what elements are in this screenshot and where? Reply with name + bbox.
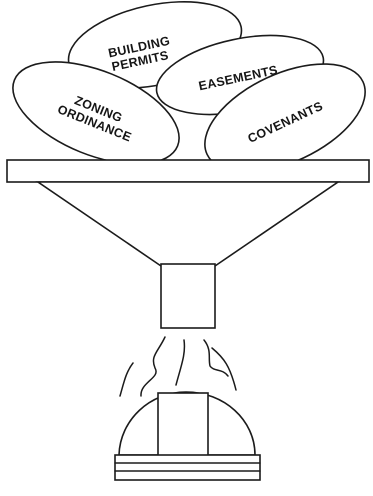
flow-line-center-left [176, 340, 184, 385]
flow-line-center-right [204, 340, 228, 376]
funnel [7, 160, 369, 328]
flow-line-left [141, 337, 165, 396]
dome-receptacle [115, 392, 260, 480]
funnel-spout [161, 264, 215, 328]
dome-inner-block [158, 393, 208, 463]
funnel-cone [38, 182, 338, 266]
base-slab [115, 455, 260, 480]
flow-line-far-left [120, 363, 133, 396]
flow-lines [120, 337, 236, 396]
funnel-rim [7, 160, 369, 182]
